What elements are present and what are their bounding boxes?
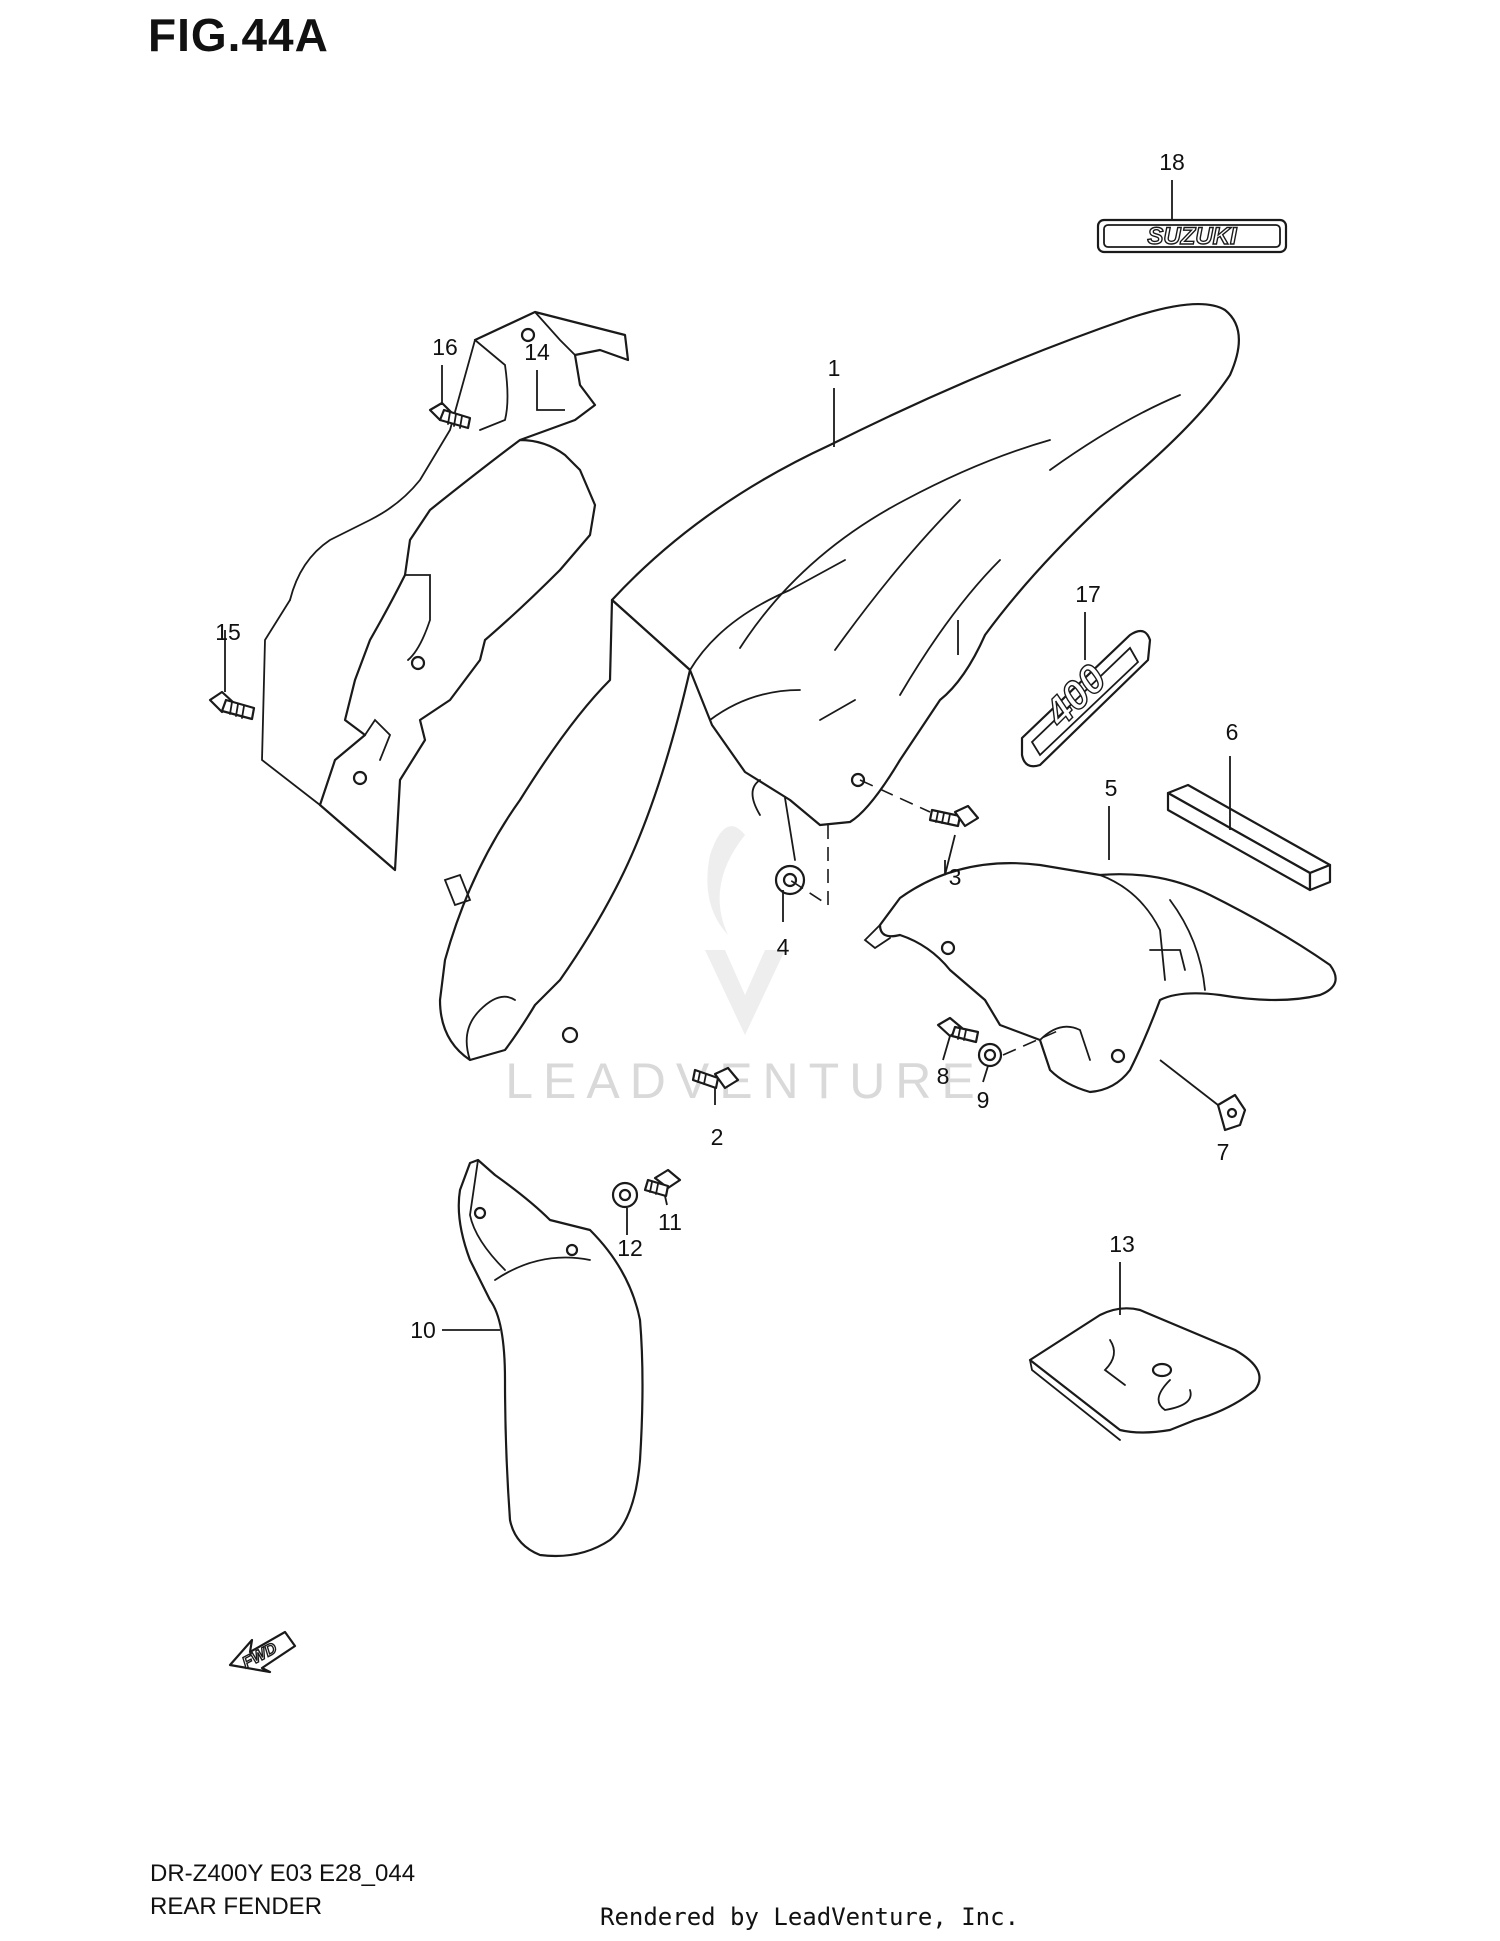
part-16-bolt[interactable] (428, 401, 472, 430)
callout-7: 7 (1217, 1139, 1230, 1165)
watermark: LEADVENTURE (505, 826, 985, 1109)
part-2-bolt[interactable] (691, 1066, 740, 1090)
part-5-rear-fender-tail[interactable] (863, 862, 1337, 1094)
part-6-foam-block[interactable] (1166, 783, 1332, 892)
callout-16: 16 (432, 334, 458, 360)
callout-8: 8 (937, 1063, 950, 1089)
footer-model-code: DR-Z400Y E03 E28_044 (150, 1860, 416, 1887)
part-1-rear-fender[interactable] (438, 303, 1240, 1062)
part-14-inner-fender[interactable] (261, 310, 630, 872)
callout-9: 9 (977, 1087, 990, 1113)
callout-18: 18 (1159, 149, 1185, 175)
part-17-model-decal[interactable]: 400 (1020, 629, 1152, 768)
callout-10: 10 (410, 1317, 436, 1343)
part-7-clip-nut[interactable] (1216, 1093, 1247, 1132)
callout-13: 13 (1109, 1231, 1135, 1257)
part-4-grommet[interactable] (774, 864, 806, 896)
footer-credit: Rendered by LeadVenture, Inc. (600, 1903, 1020, 1931)
emblem-brand-text: SUZUKI (1147, 223, 1238, 250)
assembly-lines (789, 779, 1061, 1056)
part-11-bolt[interactable] (643, 1168, 682, 1198)
part-18-suzuki-emblem[interactable]: SUZUKI (1096, 218, 1288, 254)
callout-1: 1 (828, 355, 841, 381)
callout-17: 17 (1075, 581, 1101, 607)
part-3-bolt[interactable] (928, 804, 980, 828)
part-13-pad[interactable] (1028, 1307, 1261, 1441)
figure-title: FIG.44A (148, 9, 329, 61)
callout-leaders (224, 180, 1231, 1331)
flame-v-logo-icon (705, 826, 785, 1035)
part-15-bolt[interactable] (208, 690, 256, 721)
watermark-text: LEADVENTURE (505, 1053, 985, 1109)
footer-section-name: REAR FENDER (150, 1893, 323, 1920)
callout-12: 12 (617, 1235, 643, 1261)
part-10-mud-flap[interactable] (457, 1158, 644, 1558)
callout-6: 6 (1226, 719, 1239, 745)
callout-4: 4 (777, 934, 790, 960)
part-8-bolt[interactable] (936, 1016, 980, 1044)
callout-2: 2 (711, 1124, 724, 1150)
callout-3: 3 (949, 864, 962, 890)
callout-11: 11 (658, 1209, 682, 1235)
callout-14: 14 (524, 339, 550, 365)
part-9-washer[interactable] (977, 1042, 1003, 1068)
callout-5: 5 (1105, 775, 1118, 801)
fwd-arrow-icon: FWD (228, 1630, 297, 1674)
callout-15: 15 (215, 619, 241, 645)
callout-labels: 1 2 3 4 5 6 7 8 9 10 11 12 13 14 15 16 1… (215, 149, 1238, 1343)
part-12-nut[interactable] (611, 1181, 639, 1209)
